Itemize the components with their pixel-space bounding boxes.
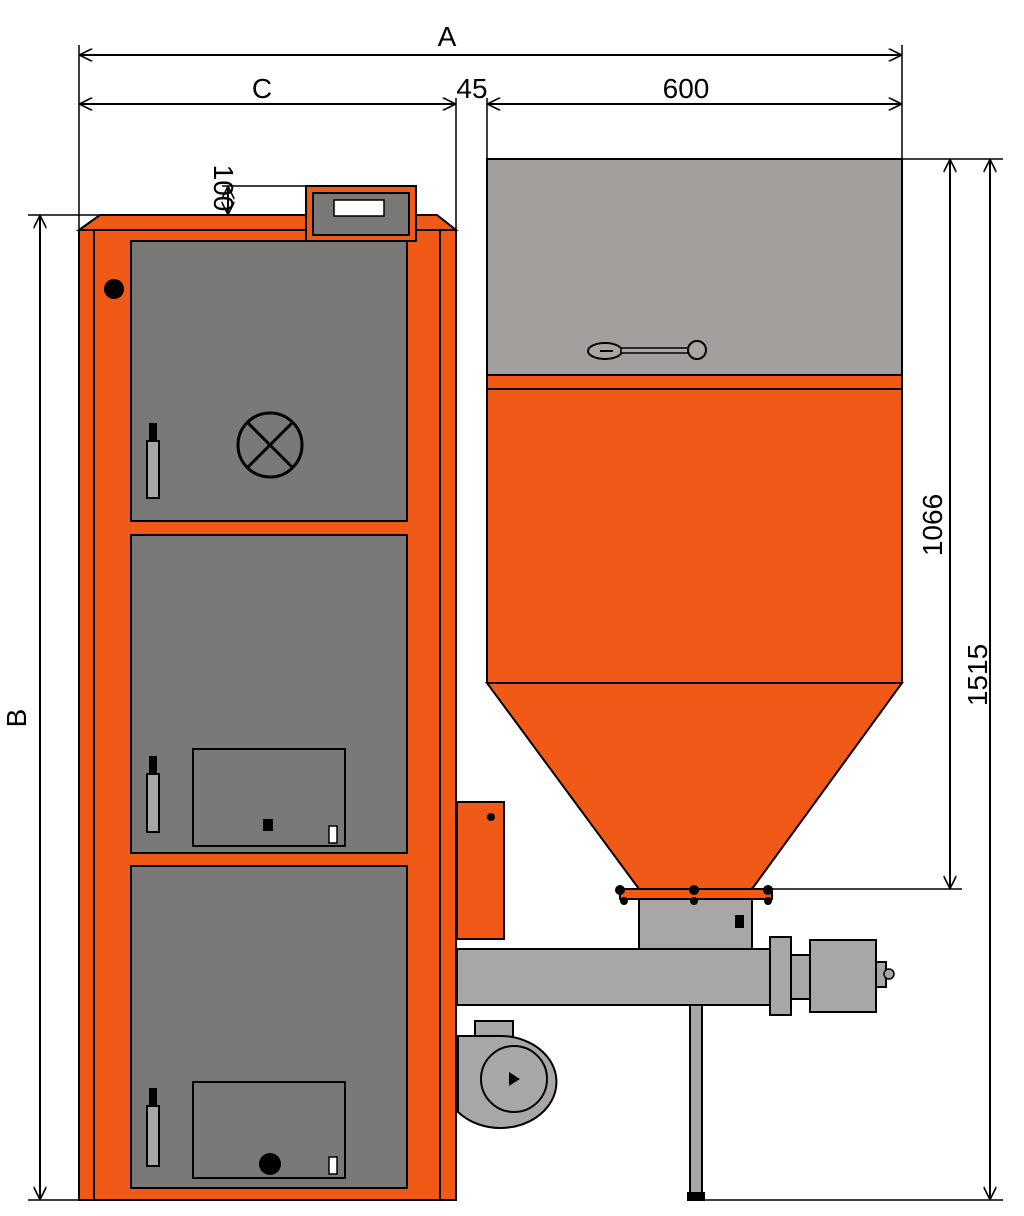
hopper-funnel [485,682,904,890]
circle-x-icon [236,411,304,479]
dimension-label-c: C [252,73,272,104]
lower-hatch [192,1081,346,1179]
dimension-label-controller: 100 [208,165,239,212]
dimension-label-gap: 45 [456,73,487,104]
hopper-body [486,388,903,684]
burner-housing [456,801,505,940]
controller-unit [305,185,417,242]
fan-motor [457,1020,558,1129]
middle-hatch [192,748,346,847]
hopper-lid [486,158,903,376]
dimension-label-hopper-total: 1515 [962,644,993,706]
play-triangle-icon [509,1072,520,1086]
dimension-label-hopper-width: 600 [663,73,710,104]
auger-flange [769,936,792,1016]
auger-tube [456,948,776,1006]
boiler-body [75,185,459,1201]
auger-motor [809,939,877,1013]
upper-door-handle [146,423,160,499]
dimension-label-b: B [1,709,32,728]
lever-handle-icon [587,340,707,360]
fuel-hopper [485,158,904,905]
dimension-label-hopper-body: 1066 [917,494,948,556]
controller-display [333,199,385,217]
upper-door-panel [130,240,408,522]
feed-auger [456,895,895,1201]
support-leg [689,1004,703,1196]
indicator-light [104,279,124,299]
lower-door-handle [146,1088,160,1167]
hopper-outlet [638,895,753,951]
dimension-label-a: A [438,21,457,52]
middle-door-handle [146,756,160,833]
